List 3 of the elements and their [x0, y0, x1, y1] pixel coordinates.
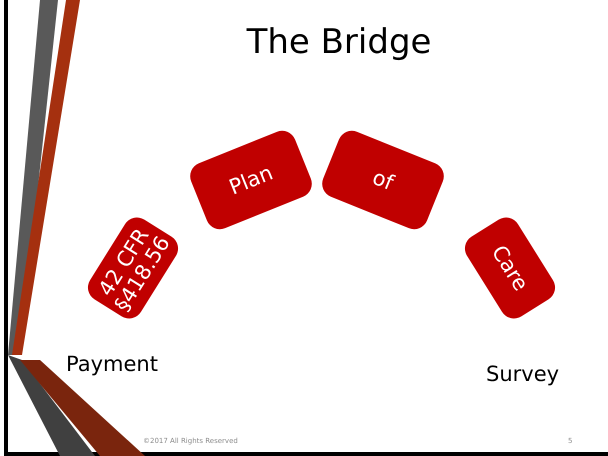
side-label: Survey — [486, 362, 560, 386]
slide-title: The Bridge — [246, 22, 432, 62]
side-label: Payment — [66, 352, 158, 376]
